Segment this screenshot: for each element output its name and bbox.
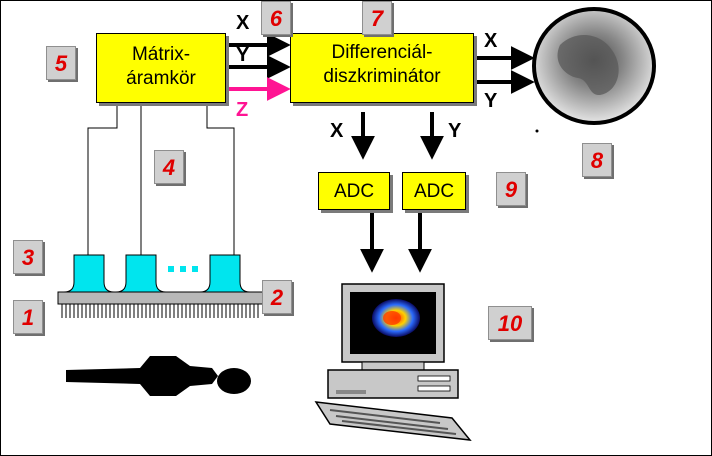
badge-2: 2 [262, 280, 292, 314]
badge-8: 8 [582, 143, 612, 177]
adc-x-label: ADC [333, 181, 375, 202]
badge-9: 9 [496, 172, 526, 206]
badge-5: 5 [46, 46, 76, 80]
differential-discriminator-box: Differenciál- diszkriminátor [290, 33, 474, 103]
badge-3: 3 [13, 240, 43, 274]
crystal-collimator-icon [57, 291, 264, 318]
matrix-circuit-box: Mátrix- áramkör [96, 33, 226, 103]
pmt-tube-icon [63, 254, 251, 293]
badge-4: 4 [154, 150, 184, 184]
badge-10: 10 [488, 306, 532, 340]
keyboard-icon [314, 401, 472, 441]
signal-y-label-matrix: Y [236, 44, 250, 66]
pmt-wires [87, 104, 235, 255]
badge-6: 6 [261, 1, 291, 35]
signal-x-label-output: X [484, 30, 498, 52]
signal-x-label-matrix: X [236, 12, 250, 34]
signal-y-label-adc: Y [448, 120, 462, 142]
matrix-circuit-label-line1: Mátrix- [131, 44, 191, 65]
adc-box-x: ADC [318, 172, 390, 210]
discriminator-to-display-arrows [476, 46, 535, 94]
badge-7: 7 [362, 1, 392, 35]
signal-y-label-output: Y [484, 90, 498, 112]
adc-box-y: ADC [402, 172, 466, 210]
discriminator-label-line2: diszkriminátor [323, 66, 441, 87]
patient-silhouette-icon [66, 356, 251, 396]
computer-icon [327, 283, 459, 399]
pmt-ellipsis-dots [168, 266, 198, 272]
badge-1: 1 [13, 300, 43, 334]
matrix-to-discriminator-arrows [226, 33, 291, 101]
adc-to-computer-arrows [360, 213, 432, 273]
matrix-circuit-label-line2: áramkör [126, 68, 196, 89]
discriminator-label-line1: Differenciál- [331, 42, 433, 63]
signal-x-label-adc: X [330, 120, 344, 142]
scan-image-icon [557, 34, 619, 96]
signal-z-label-matrix: Z [236, 99, 249, 121]
heatmap-image-icon [372, 299, 420, 337]
adc-y-label: ADC [413, 181, 455, 202]
scan-display [532, 7, 656, 133]
discriminator-to-adc-arrows [351, 112, 444, 160]
